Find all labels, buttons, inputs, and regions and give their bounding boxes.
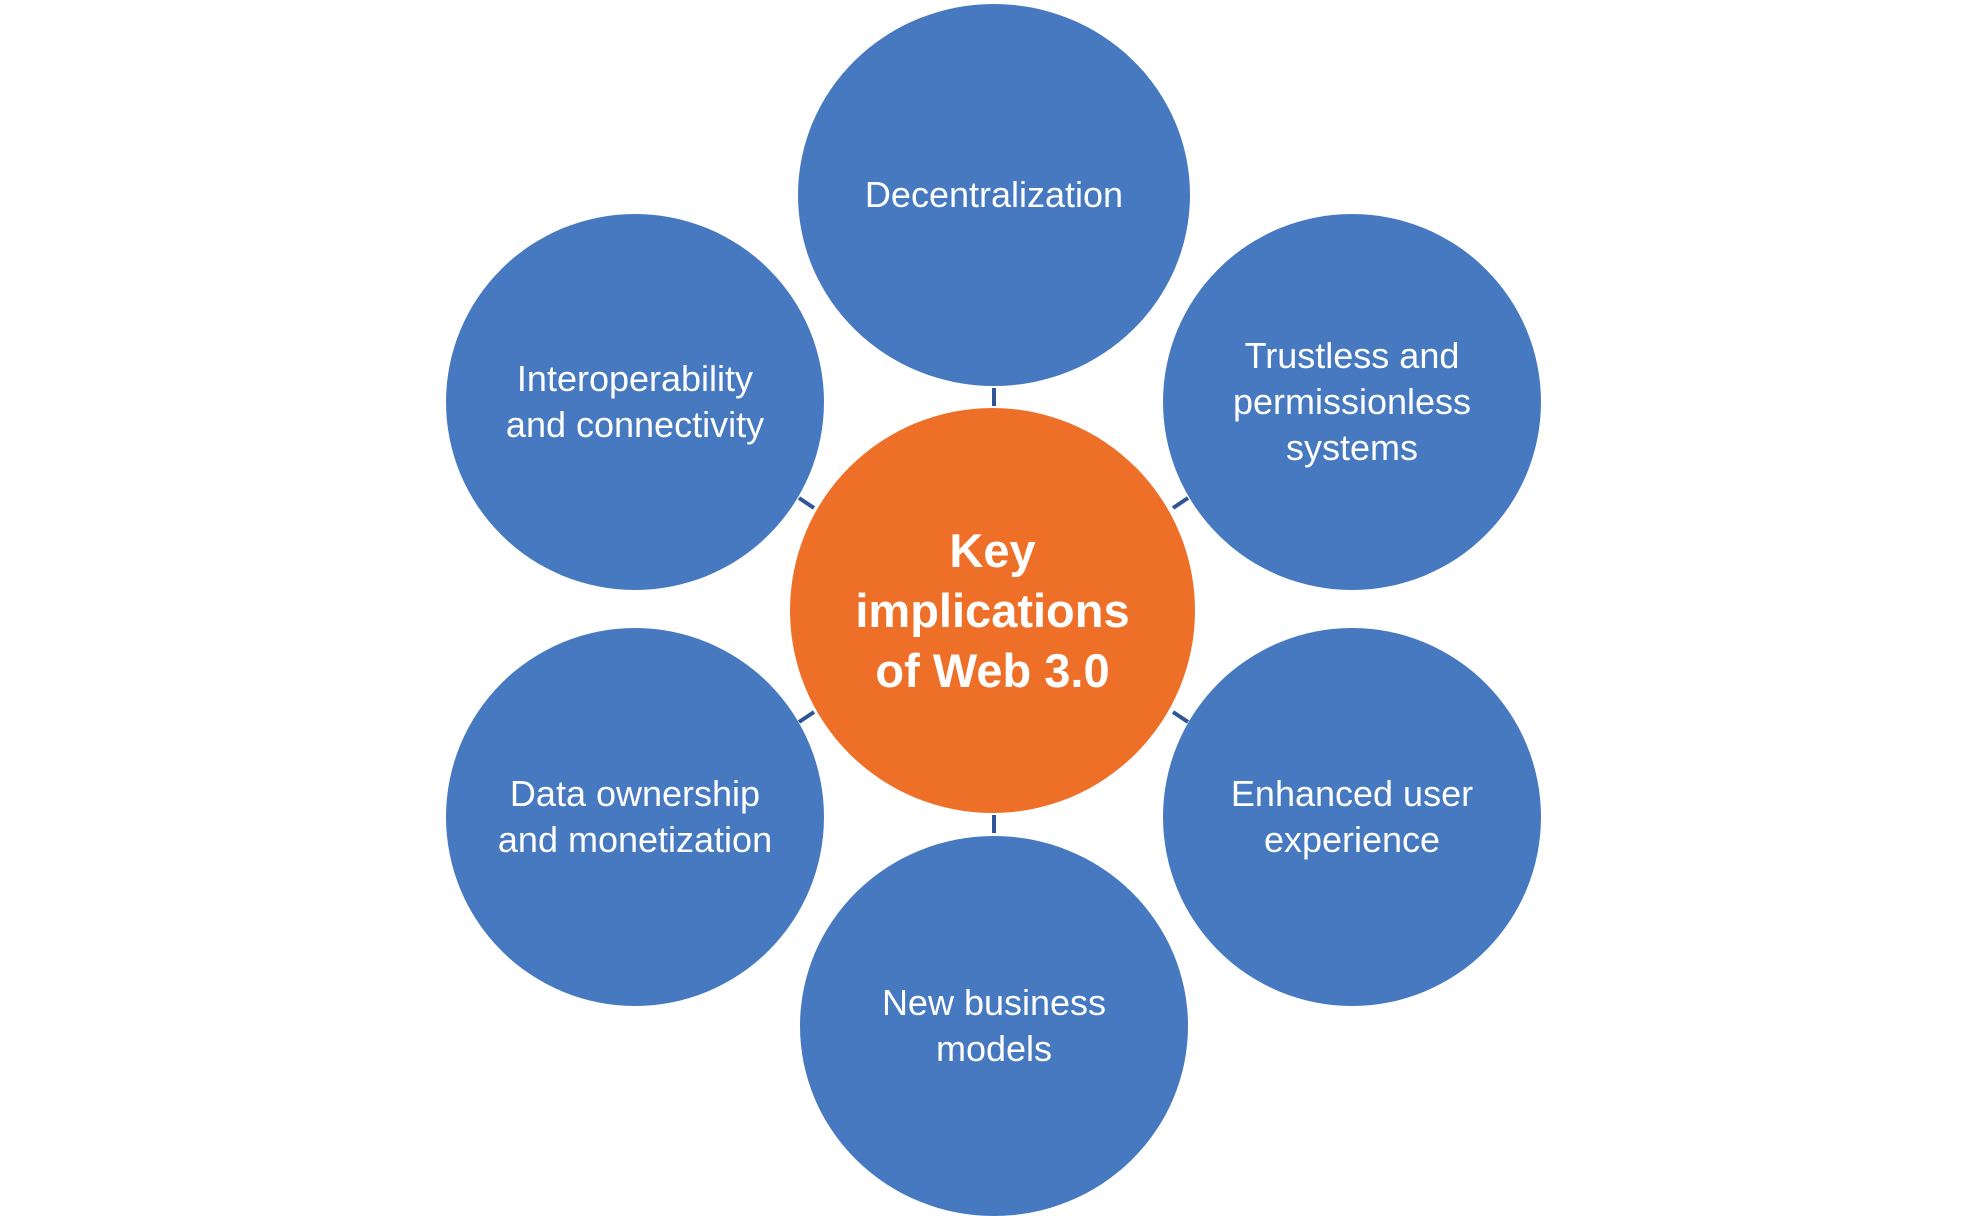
connector-top-right	[1171, 496, 1190, 510]
node-interoperability: Interoperability and connectivity	[446, 214, 824, 590]
node-decentralization-label: Decentralization	[864, 174, 1124, 215]
node-enhanced-user-experience-label: Enhanced user experience	[1230, 773, 1474, 860]
node-new-business-models: New business models	[800, 836, 1188, 1216]
node-interoperability-label: Interoperability and connectivity	[505, 358, 765, 445]
node-enhanced-user-experience: Enhanced user experience	[1163, 628, 1541, 1006]
node-data-ownership: Data ownership and monetization	[446, 628, 824, 1006]
connector-bottom-left	[797, 710, 816, 724]
connector-top-left	[797, 496, 816, 510]
center-node-label: Key implications of Web 3.0	[855, 523, 1130, 697]
node-trustless-permissionless: Trustless and permissionless systems	[1163, 214, 1541, 590]
node-decentralization: Decentralization	[798, 4, 1190, 386]
center-node: Key implications of Web 3.0	[790, 408, 1195, 813]
connector-bottom-right	[1171, 710, 1190, 724]
node-new-business-models-label: New business models	[881, 982, 1107, 1069]
node-data-ownership-label: Data ownership and monetization	[497, 773, 773, 860]
node-trustless-permissionless-label: Trustless and permissionless systems	[1232, 335, 1472, 468]
